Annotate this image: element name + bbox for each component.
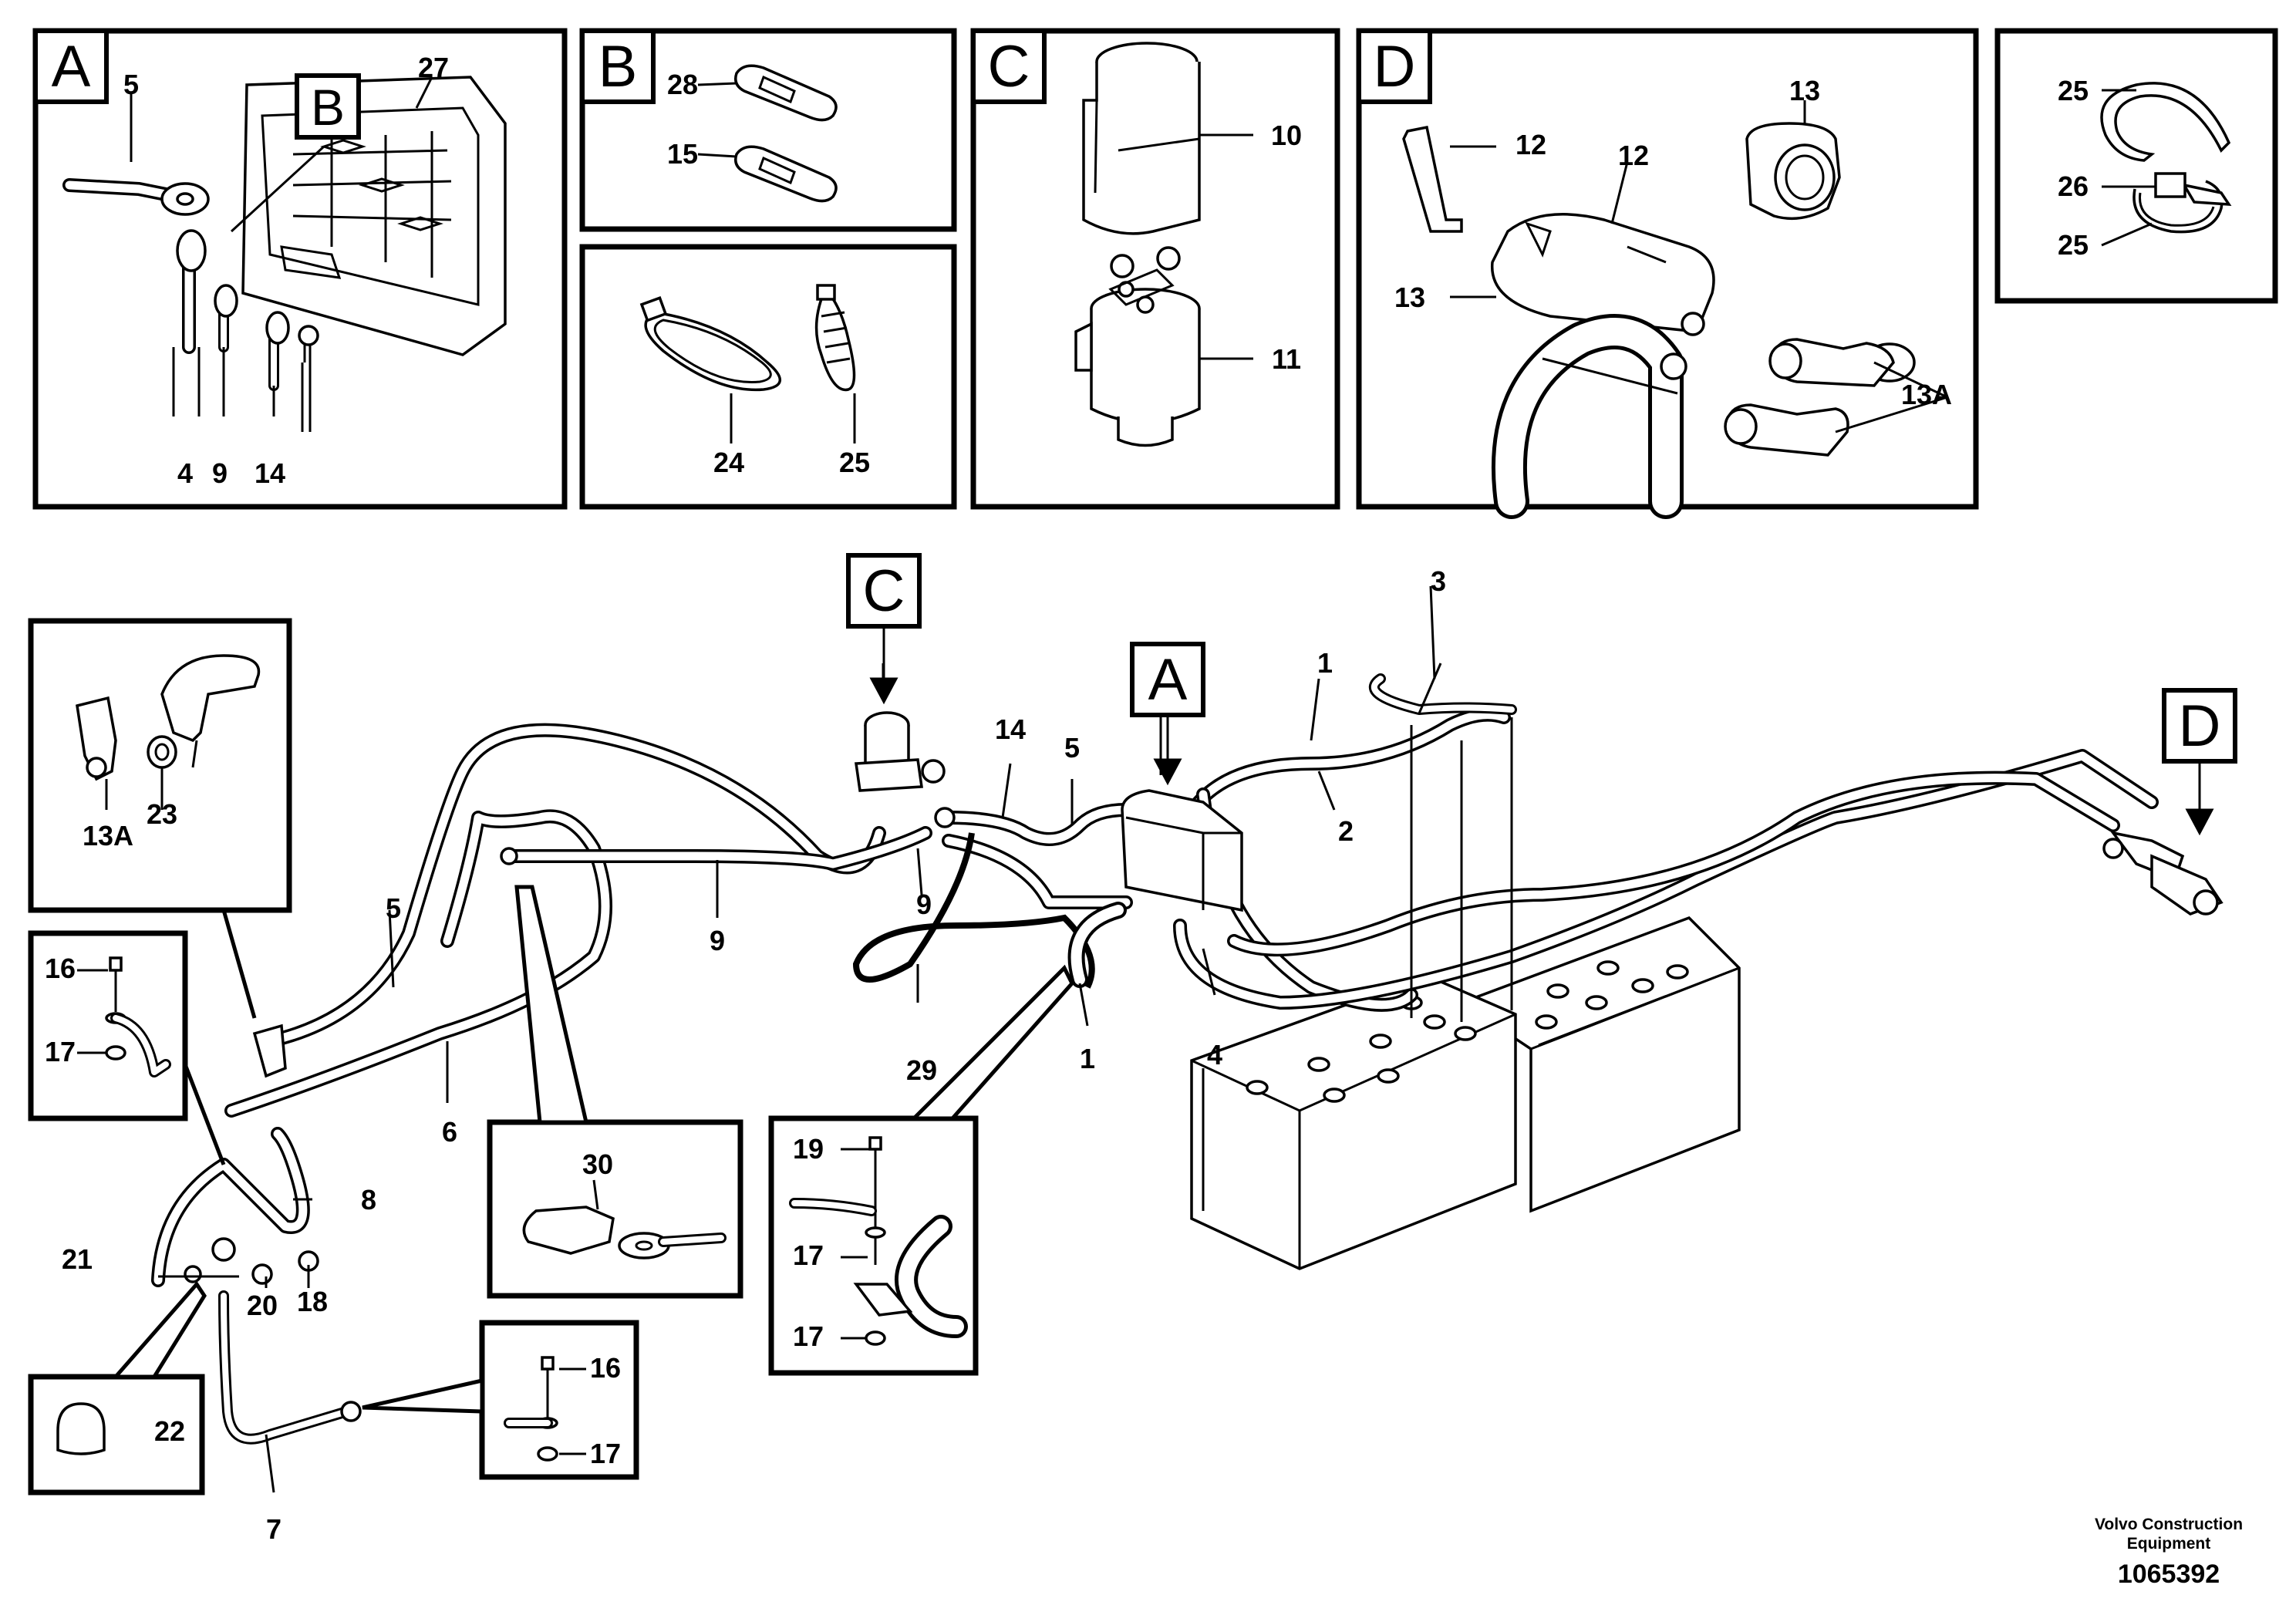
panel-a-tag: A	[52, 34, 91, 99]
label-18: 18	[297, 1286, 328, 1317]
label-24: 24	[713, 447, 744, 478]
callout-22: 22	[28, 1280, 207, 1496]
main-relay	[854, 711, 956, 828]
label-20: 20	[247, 1290, 278, 1321]
label-3: 3	[1431, 565, 1446, 597]
drawing-number: 1065392	[2118, 1560, 2220, 1589]
panel-c-tag: C	[988, 34, 1030, 99]
panel-b: B 28 15	[579, 28, 957, 232]
panel-c: C 10 11	[970, 28, 1340, 510]
callout-19: 19 17 17	[768, 964, 1074, 1376]
label-9: 9	[212, 457, 228, 489]
label-17b-callout: 17	[793, 1320, 824, 1352]
label-28: 28	[667, 69, 698, 100]
label-12b: 12	[1618, 140, 1649, 171]
panel-a: A B 5 27 4 9 14	[32, 28, 568, 510]
label-29: 29	[906, 1054, 937, 1086]
panel-d-tag: D	[1374, 34, 1416, 99]
label-2: 2	[1338, 815, 1354, 847]
label-17-callout: 17	[45, 1036, 76, 1067]
main-tag-a: A	[1148, 647, 1188, 713]
label-25: 25	[839, 447, 870, 478]
footer: Volvo Construction Equipment 1065392	[2095, 1516, 2243, 1589]
label-30: 30	[582, 1148, 613, 1180]
label-1a: 1	[1317, 647, 1333, 679]
main-tag-d: D	[2179, 693, 2221, 759]
main-assembly: C A D 1 1 2 3 4 5 5 6 7 8 9 9 14 18 20 2…	[62, 553, 2237, 1545]
label-10: 10	[1271, 120, 1302, 151]
callout-30: 30	[487, 885, 743, 1299]
label-16-lower: 16	[590, 1352, 621, 1384]
label-9b-main: 9	[916, 889, 932, 920]
label-1b: 1	[1080, 1043, 1095, 1074]
label-4: 4	[177, 457, 193, 489]
junction-box	[1121, 789, 1243, 912]
label-25b: 25	[2058, 229, 2089, 261]
callout-16-lower: 16 17	[362, 1320, 639, 1480]
label-8: 8	[361, 1184, 376, 1216]
label-5a-main: 5	[386, 892, 401, 924]
label-17a-callout: 17	[793, 1239, 824, 1271]
main-tag-c: C	[863, 558, 905, 624]
label-13a: 13	[1394, 282, 1425, 313]
label-15: 15	[667, 138, 698, 170]
panel-clamps: 25 26 25	[1994, 28, 2278, 304]
label-21: 21	[62, 1243, 93, 1275]
footer-brand-line2: Equipment	[2127, 1535, 2211, 1553]
panel-b-tag: B	[598, 34, 638, 99]
label-4-main: 4	[1207, 1039, 1222, 1071]
label-13A-callout: 13A	[83, 820, 133, 851]
label-25a: 25	[2058, 75, 2089, 106]
callout-16: 16 17	[28, 930, 226, 1165]
label-5: 5	[123, 69, 139, 100]
panel-a-subtag: B	[311, 79, 345, 136]
battery-rear	[1458, 916, 1741, 1213]
label-19: 19	[793, 1133, 824, 1165]
label-13A: 13A	[1901, 379, 1952, 410]
label-16-callout: 16	[45, 953, 76, 984]
callout-13a: 13A 23	[28, 618, 292, 1019]
cable-harness	[151, 673, 2159, 1445]
label-27: 27	[418, 52, 449, 83]
label-13b: 13	[1789, 75, 1820, 106]
label-23: 23	[147, 798, 177, 830]
label-14: 14	[255, 457, 285, 489]
label-6: 6	[442, 1116, 457, 1148]
footer-brand-line1: Volvo Construction	[2095, 1516, 2243, 1533]
label-14-main: 14	[995, 713, 1026, 745]
label-11: 11	[1272, 343, 1301, 375]
terminals	[184, 847, 518, 1422]
label-17-lower: 17	[590, 1438, 621, 1469]
label-9a-main: 9	[710, 925, 725, 956]
heater-connectors	[2102, 831, 2224, 916]
label-12a: 12	[1515, 129, 1546, 160]
battery-front	[1190, 974, 1517, 1270]
panel-d: D 12 12 13 13 13A	[1356, 28, 1979, 519]
label-22: 22	[154, 1415, 185, 1447]
panel-ties: 24 25	[579, 244, 957, 510]
label-26: 26	[2058, 170, 2089, 202]
label-5b-main: 5	[1064, 732, 1080, 764]
label-7: 7	[266, 1513, 282, 1545]
